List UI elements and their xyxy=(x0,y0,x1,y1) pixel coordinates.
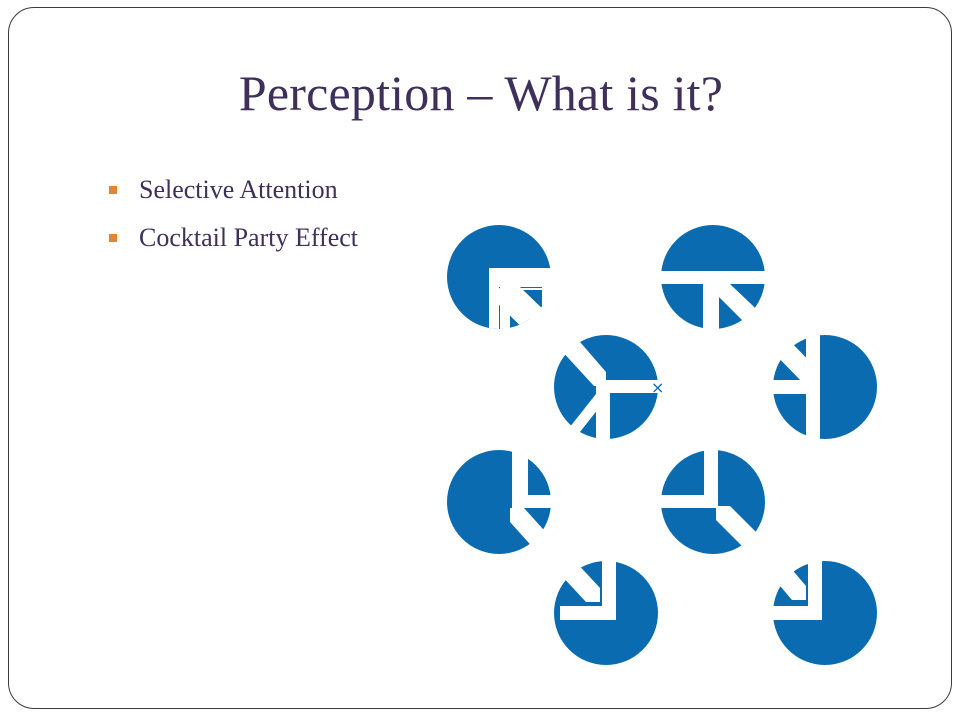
square-bullet-icon xyxy=(109,234,117,242)
bullet-list: Selective Attention Cocktail Party Effec… xyxy=(105,166,358,262)
blue-disc-icon xyxy=(447,446,572,562)
bullet-item: Selective Attention xyxy=(105,166,358,214)
blue-disc-icon xyxy=(554,556,658,665)
bullet-item: Cocktail Party Effect xyxy=(105,214,358,262)
square-bullet-icon xyxy=(109,186,117,194)
close-icon: × xyxy=(651,378,664,397)
bullet-text: Selective Attention xyxy=(139,175,338,204)
blue-disc-icon xyxy=(554,335,666,442)
blue-disc-icon xyxy=(760,330,877,442)
blue-disc-icon xyxy=(447,225,562,332)
bullet-text: Cocktail Party Effect xyxy=(139,223,359,252)
slide-title: Perception – What is it? xyxy=(238,65,724,121)
blue-disc-icon xyxy=(660,225,780,334)
blue-disc-icon xyxy=(760,556,877,665)
blue-disc-icon xyxy=(656,446,770,560)
